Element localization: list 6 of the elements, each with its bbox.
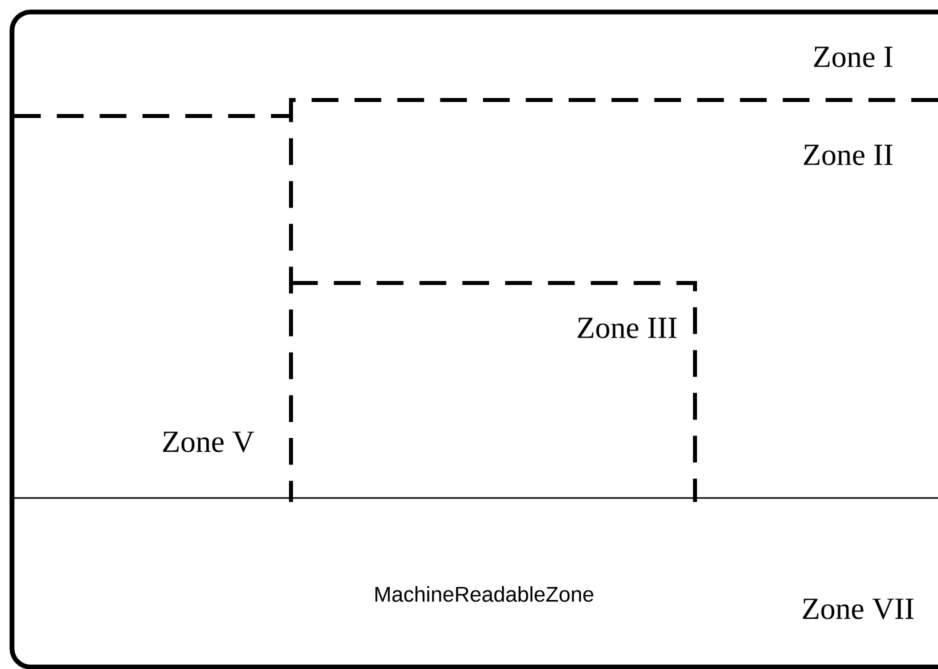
zone-label: Zone III [578,318,677,338]
zone-label: Zone VII [802,598,914,620]
zone-label: Zone V [163,432,254,452]
zone-label: Zone II [804,144,892,166]
zone-label: Zone I [814,46,892,68]
zone-label: MachineReadableZone [375,586,594,602]
